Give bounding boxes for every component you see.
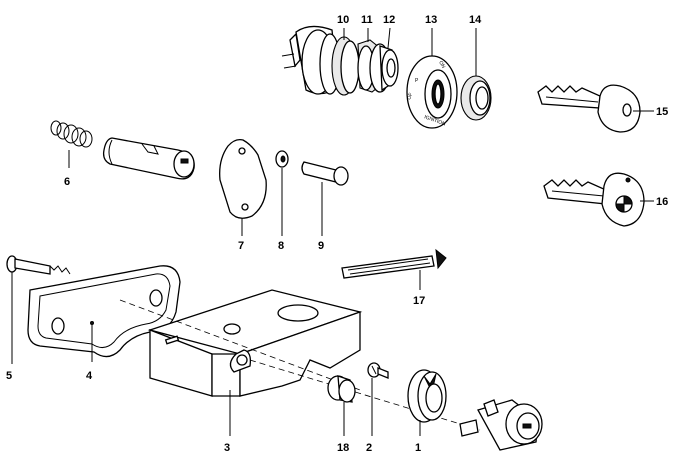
callout-3: 3 <box>224 442 230 454</box>
part-13-escutcheon: ON P OF IGNITION <box>406 28 458 129</box>
lock-cylinder <box>102 137 195 180</box>
part-3-bracket <box>119 289 481 436</box>
part-14-cap <box>460 28 492 121</box>
part-15-key <box>537 84 654 133</box>
callout-11: 11 <box>361 14 373 26</box>
callout-8: 8 <box>278 240 284 252</box>
part-5-bolt <box>6 255 71 364</box>
ignition-switch-assembly <box>281 25 399 96</box>
callout-12: 12 <box>383 14 395 26</box>
callout-13: 13 <box>425 14 437 26</box>
callout-6: 6 <box>64 176 70 188</box>
mark-p: P <box>415 78 419 84</box>
part-18-bushing <box>327 375 356 436</box>
part-17-label-strip <box>341 248 447 290</box>
callout-4: 4 <box>86 370 93 382</box>
part-6-springs <box>50 120 93 168</box>
callout-14: 14 <box>469 14 482 26</box>
callout-16: 16 <box>656 196 668 208</box>
part-7-gasket <box>219 138 267 236</box>
callout-18: 18 <box>337 442 349 454</box>
callouts: 1 2 3 4 5 6 7 8 9 10 11 12 13 14 15 16 1… <box>6 14 668 454</box>
callout-9: 9 <box>318 240 324 252</box>
mark-on: ON <box>437 60 446 70</box>
part-16-key <box>543 172 654 227</box>
lock-barrel <box>459 399 543 451</box>
mark-off: OF <box>406 92 414 101</box>
callout-17: 17 <box>413 295 425 307</box>
callout-15: 15 <box>656 106 668 118</box>
callout-1: 1 <box>415 442 421 454</box>
part-9-pin <box>301 161 349 236</box>
part-2-screw <box>367 362 389 436</box>
callout-2: 2 <box>366 442 372 454</box>
callout-10: 10 <box>337 14 349 26</box>
part-8-washer <box>275 150 289 236</box>
callout-7: 7 <box>238 240 244 252</box>
part-4-plate <box>27 265 181 362</box>
part-1-lock-ring <box>407 369 447 436</box>
callout-5: 5 <box>6 370 12 382</box>
